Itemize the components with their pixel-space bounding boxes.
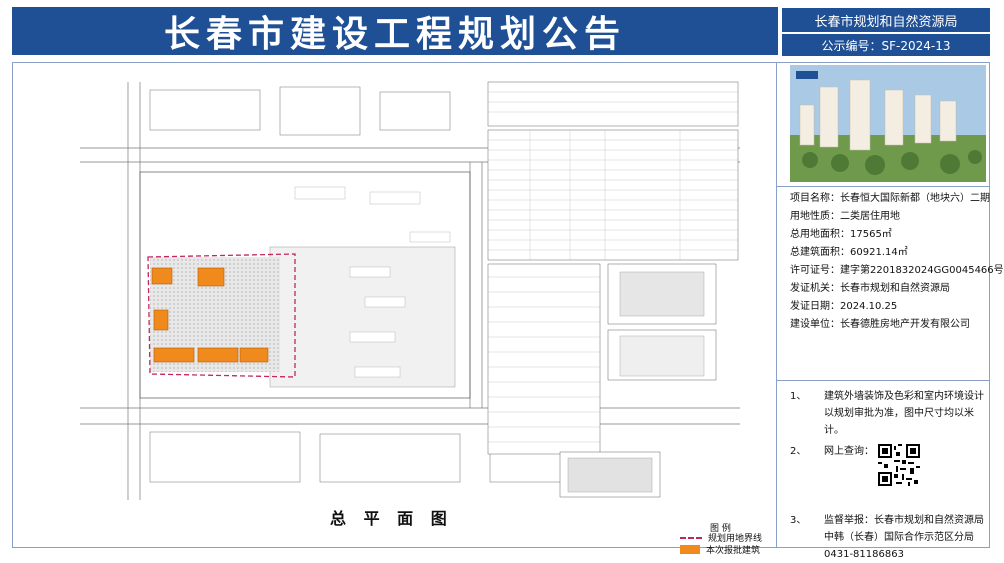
section-divider	[776, 186, 990, 187]
location-map	[619, 335, 705, 377]
announcement-banner: 长春市建设工程规划公告	[12, 7, 778, 55]
project-name: 项目名称：长春恒大国际新都（地块六）二期	[790, 193, 990, 204]
note-item: 2、 网上查询：	[790, 443, 986, 460]
announcement-title: 长春市建设工程规划公告	[163, 14, 626, 55]
existing-buildings	[294, 186, 451, 378]
note-number: 3、	[790, 515, 807, 526]
content-frame	[12, 62, 990, 548]
plan-caption: 总 平 面 图	[330, 509, 453, 528]
table-rules	[488, 91, 738, 443]
location-map	[567, 457, 653, 493]
site-plan-drawing	[80, 81, 740, 500]
permit-number: 许可证号：建字第2201832024GG0045466号	[790, 265, 1004, 276]
legend-label: 规划用地界线	[708, 534, 763, 544]
total-floor-area: 总建筑面积：60921.14㎡	[790, 247, 908, 258]
planning-boundary	[147, 253, 296, 378]
approved-buildings	[151, 267, 269, 363]
legend-item-boundary: 规划用地界线	[680, 531, 762, 544]
rendering-image	[790, 65, 986, 182]
site-plan-svg	[80, 81, 740, 500]
note-number: 2、	[790, 446, 807, 457]
note-item: 1、 建筑外墙装饰及色彩和室内环境设计以规划审批为准，图中尺寸均以米计。	[790, 388, 986, 439]
authority-label: 长春市规划和自然资源局	[782, 8, 990, 32]
section-divider	[776, 380, 990, 381]
notes-section: 1、 建筑外墙装饰及色彩和室内环境设计以规划审批为准，图中尺寸均以米计。 2、 …	[790, 388, 986, 563]
notice-number: 公示编号：SF-2024-13	[782, 34, 990, 56]
qr-code[interactable]	[878, 444, 920, 486]
note-number: 1、	[790, 391, 807, 402]
note-text: 建筑外墙装饰及色彩和室内环境设计以规划审批为准，图中尺寸均以米计。	[824, 391, 984, 436]
note-text: 监督举报：长春市规划和自然资源局中韩（长春）国际合作示范区分局 0431-811…	[824, 515, 984, 560]
location-map	[619, 271, 705, 317]
note-item: 3、 监督举报：长春市规划和自然资源局中韩（长春）国际合作示范区分局 0431-…	[790, 512, 986, 563]
land-use: 用地性质：二类居住用地	[790, 211, 900, 222]
note-text: 网上查询：	[824, 446, 874, 457]
developer: 建设单位：长春德胜房地产开发有限公司	[790, 319, 970, 330]
panel-divider	[776, 62, 777, 548]
legend-label: 本次报批建筑	[706, 546, 761, 556]
architectural-rendering	[790, 65, 986, 182]
boundary-swatch	[680, 536, 702, 539]
legend-title: 图 例	[710, 524, 731, 534]
issuing-authority: 发证机关：长春市规划和自然资源局	[790, 283, 950, 294]
qr-code-icon	[878, 444, 920, 486]
total-land-area: 总用地面积：17565㎡	[790, 229, 892, 240]
project-info: 项目名称：长春恒大国际新都（地块六）二期 用地性质：二类居住用地 总用地面积：1…	[790, 190, 1004, 334]
legend-item-building: 本次报批建筑	[680, 543, 760, 556]
building-swatch	[680, 545, 700, 554]
issue-date: 发证日期：2024.10.25	[790, 301, 898, 312]
